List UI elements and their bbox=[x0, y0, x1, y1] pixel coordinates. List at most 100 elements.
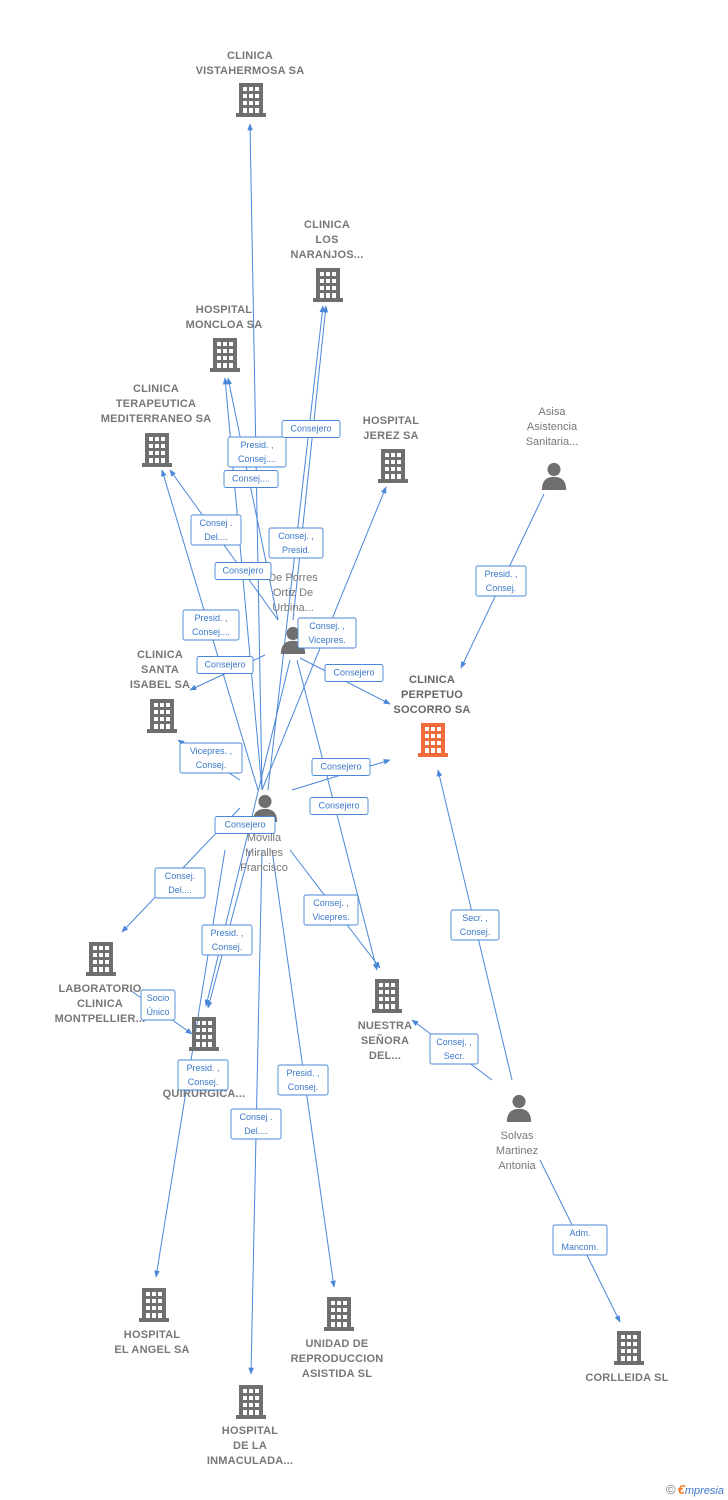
node-label: NUESTRA bbox=[358, 1020, 413, 1032]
role-label-movilla-inmaculada[interactable]: Consej .Del.... bbox=[230, 1108, 282, 1140]
node-label: Movilla bbox=[247, 832, 282, 844]
role-label-text: Consej. bbox=[288, 1082, 319, 1092]
role-label-box bbox=[190, 514, 242, 546]
role-label-text: Presid. , bbox=[240, 440, 273, 450]
role-label-box bbox=[227, 436, 287, 468]
node-label: INMACULADA... bbox=[207, 1455, 293, 1467]
node-label: MONCLOA SA bbox=[186, 319, 263, 331]
role-label-asisa-perpetuo[interactable]: Presid. ,Consej. bbox=[475, 565, 527, 597]
node-label: Asisa bbox=[539, 406, 567, 418]
role-label-movilla-jerez[interactable]: Consej. ,Vicepres. bbox=[297, 617, 357, 649]
role-label-box bbox=[179, 742, 243, 774]
role-label-porres-terapeutica[interactable]: Consej .Del.... bbox=[190, 514, 242, 546]
node-nuestra[interactable]: NUESTRASEÑORADEL... bbox=[358, 979, 413, 1062]
role-label-movilla-vistahermosa[interactable]: Presid. ,Consej.... bbox=[227, 436, 287, 468]
role-label-movilla-montpellier[interactable]: Consej.Del.... bbox=[154, 867, 206, 899]
role-label-text: Presid. , bbox=[484, 569, 517, 579]
building-icon bbox=[614, 1331, 644, 1365]
building-icon bbox=[142, 433, 172, 467]
role-label-porres-nuestra[interactable]: Consejero bbox=[309, 797, 369, 815]
role-label-box bbox=[297, 617, 357, 649]
node-label: HOSPITAL bbox=[363, 415, 419, 427]
role-label-text: Consej. bbox=[212, 942, 243, 952]
role-label-text: Único bbox=[146, 1007, 169, 1017]
copyright-symbol: © bbox=[666, 1482, 676, 1497]
role-label-text: Consej. , bbox=[313, 898, 349, 908]
role-label-porres-naranjos[interactable]: Consej. ,Presid. bbox=[268, 527, 324, 559]
node-montpellier[interactable]: LABORATORIOCLINICAMONTPELLIER... bbox=[55, 942, 146, 1025]
role-label-solvas-nuestra[interactable]: Consej. ,Secr. bbox=[429, 1033, 479, 1065]
role-label-movilla-elangel[interactable]: Presid. ,Consej. bbox=[177, 1059, 229, 1091]
role-label-porres-quirurgica[interactable]: Consejero bbox=[214, 816, 276, 834]
role-label-box bbox=[201, 924, 253, 956]
node-label: Urbina... bbox=[272, 602, 314, 614]
node-label: VISTAHERMOSA SA bbox=[196, 65, 305, 77]
role-label-text: Consejero bbox=[224, 820, 265, 830]
edge-porres-nuestra bbox=[296, 659, 379, 971]
role-label-movilla-nuestra[interactable]: Consej. ,Vicepres. bbox=[303, 894, 359, 926]
building-icon bbox=[147, 699, 177, 733]
role-label-box bbox=[196, 656, 254, 674]
role-label-porres-santaisabel[interactable]: Consejero bbox=[196, 656, 254, 674]
role-label-movilla-perpetuo[interactable]: Consejero bbox=[311, 758, 371, 776]
brand-watermark[interactable]: ©€mpresia bbox=[666, 1482, 724, 1497]
role-label-solvas-perpetuo[interactable]: Secr. ,Consej. bbox=[450, 909, 500, 941]
role-label-text: Presid. , bbox=[194, 613, 227, 623]
node-naranjos[interactable]: CLINICALOSNARANJOS... bbox=[290, 219, 363, 302]
node-quirurgica[interactable]: QUIRURGICA... bbox=[163, 1017, 246, 1100]
node-label: JEREZ SA bbox=[363, 430, 418, 442]
role-label-box bbox=[268, 527, 324, 559]
role-label-text: Presid. , bbox=[210, 928, 243, 938]
node-label: PERPETUO bbox=[401, 689, 463, 701]
role-label-text: Presid. , bbox=[286, 1068, 319, 1078]
role-label-text: Consej . bbox=[199, 518, 232, 528]
node-label: Francisco bbox=[240, 862, 288, 874]
role-label-movilla-unidad[interactable]: Presid. , Consej. bbox=[277, 1064, 329, 1096]
role-label-box bbox=[154, 867, 206, 899]
role-label-porres-moncloa[interactable]: Consejero bbox=[214, 562, 272, 580]
node-label: ISABEL SA bbox=[130, 679, 190, 691]
node-label: CLINICA bbox=[133, 383, 179, 395]
node-label: REPRODUCCION bbox=[291, 1353, 384, 1365]
role-label-text: Consej. bbox=[196, 760, 227, 770]
role-label-box bbox=[281, 420, 341, 438]
role-label-movilla-quirurgica[interactable]: Presid. , Consej. bbox=[201, 924, 253, 956]
brand-name: mpresia bbox=[684, 1485, 724, 1497]
role-label-porres-perpetuo[interactable]: Consejero bbox=[324, 664, 384, 682]
building-icon bbox=[313, 268, 343, 302]
edge-porres-naranjos bbox=[292, 305, 329, 621]
role-label-text: Consejero bbox=[290, 424, 331, 434]
role-label-text: Secr. , bbox=[462, 913, 488, 923]
node-asisa[interactable]: AsisaAsistenciaSanitaria... bbox=[526, 406, 579, 490]
node-label: CORLLEIDA SL bbox=[585, 1372, 668, 1384]
role-label-box bbox=[223, 470, 279, 488]
node-corlleida[interactable]: CORLLEIDA SL bbox=[585, 1331, 669, 1384]
role-label-text: Consej.... bbox=[232, 474, 270, 484]
role-label-movilla-santaisabel[interactable]: Vicepres. ,Consej. bbox=[179, 742, 243, 774]
node-label: Sanitaria... bbox=[526, 436, 579, 448]
role-label-movilla-terapeutica[interactable]: Presid. ,Consej.... bbox=[182, 609, 240, 641]
role-label-movilla-moncloa[interactable]: Consej.... bbox=[223, 470, 279, 488]
node-jerez[interactable]: HOSPITAL JEREZ SA bbox=[363, 415, 419, 483]
node-label: Asistencia bbox=[527, 421, 578, 433]
role-label-solvas-corlleida[interactable]: Adm.Mancom. bbox=[552, 1224, 608, 1256]
role-label-box bbox=[311, 758, 371, 776]
role-label-movilla-naranjos[interactable]: Consejero bbox=[281, 420, 341, 438]
node-label: HOSPITAL bbox=[124, 1329, 180, 1341]
role-label-text: Presid. , bbox=[186, 1063, 219, 1073]
node-label: DEL... bbox=[369, 1050, 401, 1062]
role-label-box bbox=[450, 909, 500, 941]
role-label-text: Adm. bbox=[569, 1228, 590, 1238]
